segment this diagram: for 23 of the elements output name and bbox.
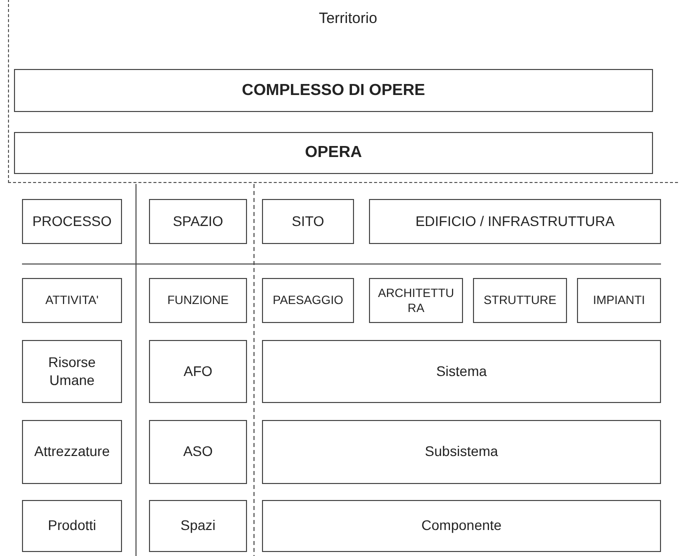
category-box: ASO — [149, 420, 247, 484]
group-title: Territorio — [318, 10, 378, 29]
category-box: AFO — [149, 340, 247, 403]
category-box: EDIFICIO / INFRASTRUTTURA — [369, 199, 661, 244]
group-frame — [8, 0, 680, 183]
category-box: IMPIANTI — [577, 278, 661, 323]
category-box: Componente — [262, 500, 661, 552]
category-box: OPERA — [14, 132, 653, 174]
category-box: Sistema — [262, 340, 661, 403]
category-box: PROCESSO — [22, 199, 122, 244]
category-box: Prodotti — [22, 500, 122, 552]
category-box: FUNZIONE — [149, 278, 247, 323]
category-box: STRUTTURE — [473, 278, 567, 323]
category-box: Attrezzature — [22, 420, 122, 484]
category-box: Subsistema — [262, 420, 661, 484]
category-box: Risorse Umane — [22, 340, 122, 403]
category-box: SPAZIO — [149, 199, 247, 244]
category-box: Spazi — [149, 500, 247, 552]
category-box: ATTIVITA' — [22, 278, 122, 323]
category-box: ARCHITETTURA — [369, 278, 463, 323]
category-box: COMPLESSO DI OPERE — [14, 69, 653, 112]
category-box: PAESAGGIO — [262, 278, 354, 323]
category-box: SITO — [262, 199, 354, 244]
